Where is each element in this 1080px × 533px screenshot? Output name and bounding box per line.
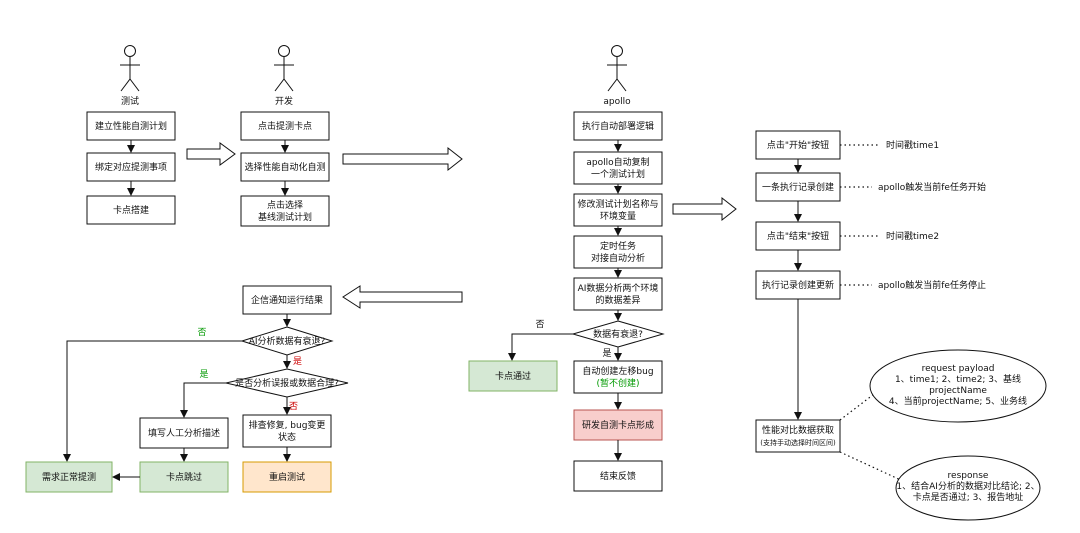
fix-bug-label-b: 状态 (278, 431, 296, 443)
actor-dev (274, 45, 294, 92)
decision-no-label: 否 (197, 327, 206, 338)
fix-bug-label-a: 排查修复, bug变更 (249, 419, 326, 431)
normal-test-label: 需求正常提测 (42, 471, 96, 483)
perf-compare-label-a: 性能对比数据获取 (762, 424, 834, 436)
notify-box (242, 285, 332, 315)
apollo-bug-box (573, 360, 663, 394)
apollo-form-label: 研发自测卡点形成 (582, 419, 654, 431)
apollo-step-2 (573, 151, 663, 185)
response-ellipse (895, 455, 1041, 521)
right-note-3: 时间戳time2 (886, 230, 939, 242)
right-step-4-label: 执行记录创建更新 (762, 279, 834, 291)
right-step-3 (755, 221, 841, 251)
apollo-pass-box (468, 360, 558, 392)
apollo-yes-label: 是 (602, 348, 611, 359)
right-step-4 (755, 270, 841, 300)
apollo-form-box (573, 409, 663, 441)
actor-test (120, 45, 140, 92)
request-line-1: request payload (922, 364, 995, 374)
apollo-pass-label: 卡点通过 (495, 370, 531, 382)
skip-box (139, 461, 229, 493)
actor-dev-label: 开发 (275, 95, 293, 107)
dev-step-1-label: 点击提测卡点 (258, 120, 312, 132)
right-note-2: apollo触发当前fe任务开始 (878, 181, 986, 193)
apollo-bug-label-a: 自动创建左移bug (582, 365, 653, 377)
request-payload-ellipse (869, 349, 1047, 423)
right-step-2-label: 一条执行记录创建 (762, 181, 834, 193)
fix-bug-box (242, 414, 332, 448)
right-step-3-label: 点击"结束"按钮 (767, 230, 829, 242)
response-line-3: 卡点是否通过; 3、报告地址 (913, 491, 1024, 503)
apollo-step-2-label-b: 一个测试计划 (591, 168, 645, 180)
decision-false-positive-label: 是否分析误报或数据合理? (235, 377, 339, 389)
dev-step-1 (240, 111, 330, 141)
decision-no-label-2: 否 (289, 401, 298, 412)
apollo-step-4-label-b: 对接自动分析 (591, 252, 645, 264)
right-note-1: 时间戳time1 (886, 139, 939, 151)
dev-step-3-label-a: 点击选择 (267, 199, 303, 211)
request-line-4: 4、当前projectName; 5、业务线 (889, 395, 1027, 407)
dev-step-2-label: 选择性能自动化自测 (244, 161, 325, 173)
apollo-end-label: 结束反馈 (600, 470, 636, 482)
perf-compare-box (755, 419, 841, 453)
response-line-1: response (948, 471, 989, 481)
flow-arrow-test-to-dev (186, 142, 236, 166)
apollo-step-5-label-a: AI数据分析两个环境 (578, 282, 659, 294)
test-step-3-label: 卡点搭建 (113, 204, 149, 216)
restart-box (242, 461, 332, 493)
perf-compare-label-b: (支持手动选择时间区间) (760, 438, 836, 447)
dev-step-3 (240, 195, 330, 227)
restart-label: 重启测试 (269, 471, 305, 483)
decision-yes-label-2: 是 (199, 369, 208, 380)
actor-apollo-label: apollo (603, 97, 631, 107)
notify-label: 企信通知运行结果 (251, 294, 323, 306)
request-line-3: projectName (929, 386, 987, 396)
fill-analysis-box (139, 417, 229, 449)
apollo-step-5-label-b: 的数据差异 (595, 294, 640, 306)
apollo-bug-label-b: (暂不创建) (596, 377, 639, 389)
decision-yes-label-1: 是 (293, 356, 302, 367)
apollo-step-3-label-a: 修改测试计划名称与 (577, 198, 658, 210)
request-line-2: 1、time1; 2、time2; 3、基线 (895, 373, 1021, 385)
test-step-2 (86, 152, 176, 182)
decision-ai-regression-label: AI分析数据有衰退? (249, 335, 326, 347)
right-note-4: apollo触发当前fe任务停止 (878, 279, 986, 291)
apollo-step-3-label-b: 环境变量 (600, 210, 636, 222)
dev-step-3-label-b: 基线测试计划 (258, 211, 312, 223)
test-step-3 (86, 195, 176, 225)
skip-label: 卡点跳过 (166, 471, 202, 483)
right-step-2 (755, 172, 841, 202)
apollo-step-1-label: 执行自动部署逻辑 (582, 120, 654, 132)
apollo-step-2-label-a: apollo自动复制 (586, 156, 649, 168)
actor-apollo (607, 45, 627, 92)
apollo-step-1 (573, 111, 663, 141)
response-line-2: 1、结合AI分析的数据对比结论; 2、 (896, 480, 1039, 492)
flow-arrow-apollo-to-notify (342, 285, 463, 309)
apollo-end-box (573, 460, 663, 492)
apollo-decision-label: 数据有衰退? (593, 328, 643, 340)
apollo-step-3 (573, 193, 663, 227)
flow-arrow-dev-to-apollo (342, 146, 463, 172)
right-step-1 (755, 130, 841, 160)
fill-analysis-label: 填写人工分析描述 (148, 427, 220, 439)
actor-test-label: 测试 (121, 95, 139, 107)
apollo-step-4-label-a: 定时任务 (600, 240, 636, 252)
apollo-step-5 (573, 277, 663, 311)
test-step-2-label: 绑定对应提测事项 (95, 161, 167, 173)
apollo-no-label: 否 (535, 319, 544, 330)
right-step-1-label: 点击"开始"按钮 (767, 139, 829, 151)
flow-arrow-apollo-to-right (672, 196, 737, 222)
test-step-1-label: 建立性能自测计划 (95, 120, 167, 132)
